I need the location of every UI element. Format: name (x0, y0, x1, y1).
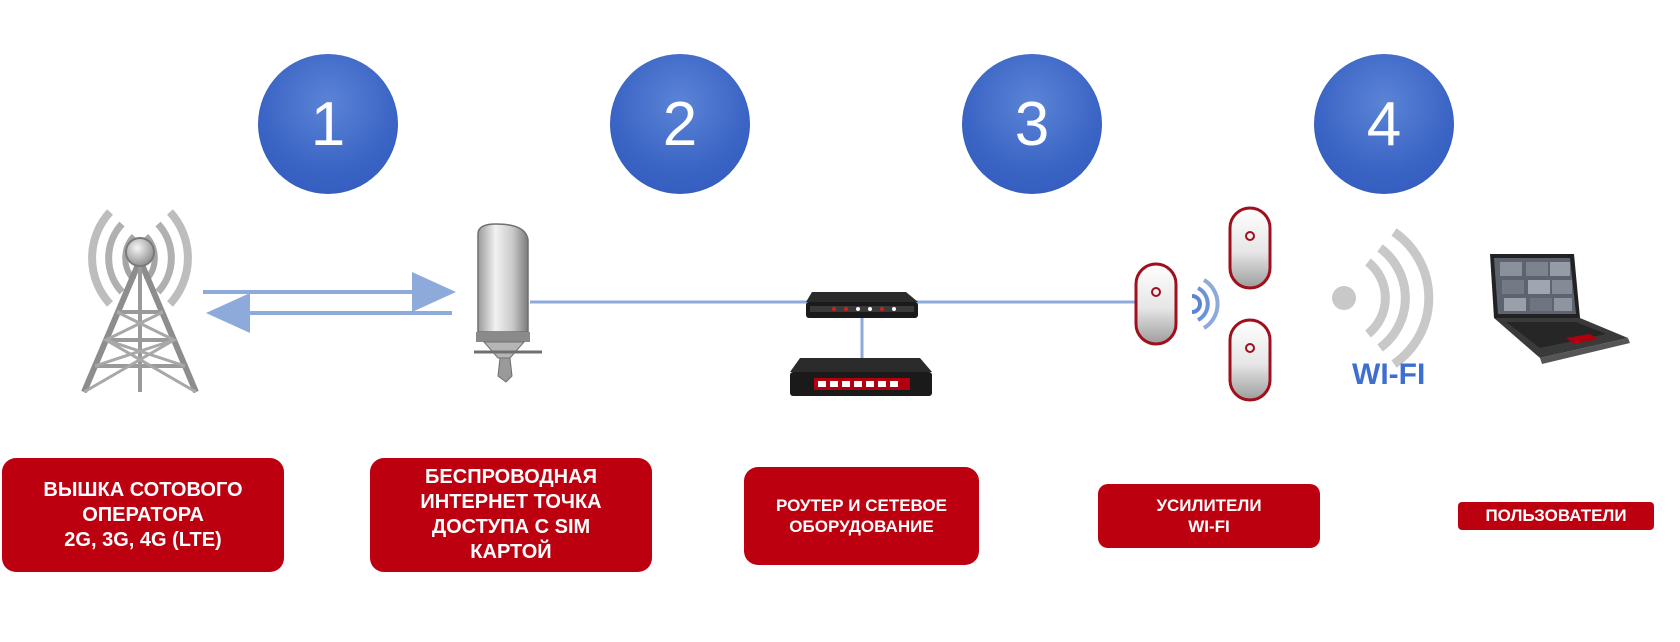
step-3-circle: 3 (962, 54, 1102, 194)
step-4-circle: 4 (1314, 54, 1454, 194)
router-label: РОУТЕР И СЕТЕВОЕ ОБОРУДОВАНИЕ (744, 467, 979, 565)
outdoor-lte-antenna-icon (474, 223, 542, 383)
router-icon (806, 292, 918, 318)
network-switch-icon (790, 358, 932, 396)
step-1-circle: 1 (258, 54, 398, 194)
wifi-amplifier-icon (1134, 206, 1272, 402)
cell-tower-icon (81, 209, 199, 394)
tower-label: ВЫШКА СОТОВОГО ОПЕРАТОРА 2G, 3G, 4G (LTE… (2, 458, 284, 572)
users-label: ПОЛЬЗОВАТЕЛИ (1458, 502, 1654, 530)
amplifiers-label: УСИЛИТЕЛИ WI-FI (1098, 484, 1320, 548)
laptop-icon (1490, 254, 1630, 364)
wifi-label: WI-FI (1352, 358, 1426, 391)
step-2-circle: 2 (610, 54, 750, 194)
wifi-signal-icon (1332, 228, 1434, 368)
access-point-label: БЕСПРОВОДНАЯ ИНТЕРНЕТ ТОЧКА ДОСТУПА С SI… (370, 458, 652, 572)
